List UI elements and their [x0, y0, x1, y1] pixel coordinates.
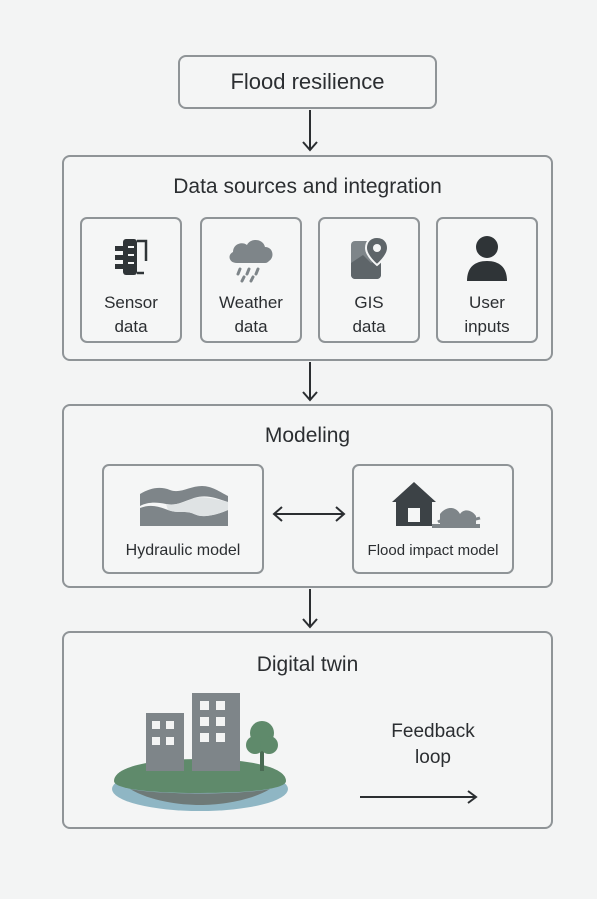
bidirectional-arrow [272, 506, 346, 522]
gis-data-card: GIS data [318, 217, 420, 343]
feedback-loop-label: Feedback loop [391, 721, 475, 768]
map-pin-icon [351, 235, 390, 279]
title-box: Flood resilience [178, 55, 437, 109]
weather-data-label: Weather data [219, 293, 283, 336]
user-inputs-label: User inputs [464, 293, 510, 336]
rain-cloud-icon [229, 239, 273, 283]
house-flood-icon [392, 482, 481, 528]
sensor-data-card: Sensor data [80, 217, 182, 343]
gis-data-label: GIS data [352, 293, 386, 336]
data-sources-title: Data sources and integration [173, 175, 442, 198]
hydraulic-model-card: Hydraulic model [102, 464, 264, 574]
terrain-icon [140, 486, 228, 526]
sensor-icon [115, 239, 148, 275]
down-arrow-3 [302, 589, 318, 629]
digital-twin-section: Digital twin [62, 631, 553, 829]
hydraulic-model-label: Hydraulic model [125, 542, 241, 559]
modeling-section: Modeling Hydraulic model [62, 404, 553, 588]
data-sources-section: Data sources and integration Sensor [62, 155, 553, 361]
modeling-title: Modeling [264, 424, 351, 447]
weather-data-card: Weather data [200, 217, 302, 343]
flood-impact-model-label: Flood impact model [367, 542, 499, 559]
user-inputs-card: User inputs [436, 217, 538, 343]
digital-twin-title: Digital twin [256, 653, 359, 676]
sensor-data-label: Sensor data [104, 293, 158, 336]
user-icon [467, 236, 507, 281]
diagram-title: Flood resilience [230, 69, 385, 94]
feedback-arrow [360, 790, 478, 804]
down-arrow-1 [302, 110, 318, 152]
down-arrow-2 [302, 362, 318, 402]
city-island-icon [112, 693, 288, 811]
flood-impact-model-card: Flood impact model [352, 464, 514, 574]
